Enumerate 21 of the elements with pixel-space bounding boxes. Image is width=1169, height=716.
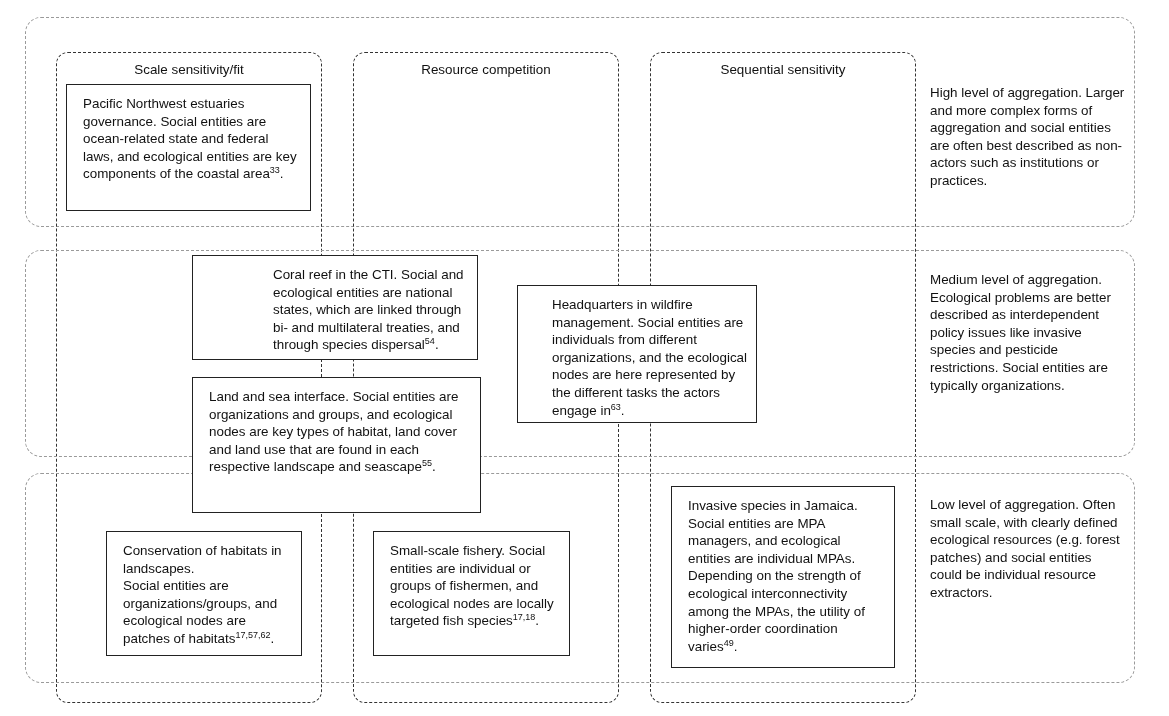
row-description: Low level of aggregation. Often small scale, with clearly defined ecological resources (e.g. forest patches) and social entities could be individual resource extractors. [930,496,1121,602]
example-box [106,531,302,656]
description-text: Land and sea interface. Social entities are organizations and groups, and ecological nodes are key types of habitat, land cover and land use that are found in each respective landscape and seascape$^{55}$. [209,388,460,476]
example-box [192,377,481,513]
column-heading: Sequential sensitivity [719,61,847,79]
example-box [66,84,311,211]
example-box [373,531,570,656]
column-heading: Resource competition [420,61,552,79]
description-text: Small-scale fishery. Social entities are individual or groups of fishermen, and ecological nodes are locally targeted fish species$^{17,18}$. [390,542,555,630]
description-text: Coral reef in the CTI. Social and ecological entities are national states, which are linked through bi- and multilateral treaties, and through species dispersal$^{54}$. [273,266,465,354]
example-box [671,486,895,668]
example-box [192,255,478,360]
description-text: Headquarters in wildfire management. Social entities are individuals from different organizations, and the ecological nodes are here represented by the different tasks the actors engage in$^{63}$. [552,296,748,420]
description-text: Invasive species in Jamaica. Social entities are MPA managers, and ecological entities are individual MPAs. Depending on the strength of ecological interconnectivity among the MPAs, the utility of higher-order coordination varies$^{49}$. [688,497,866,656]
description-text: Conservation of habitats in landscapes. [123,542,283,578]
row-description: High level of aggregation. Larger and more complex forms of aggregation and social entities are often best described as non-actors such as institutions or practices. [930,84,1126,190]
row-description: Medium level of aggregation. Ecological problems are better described as interdependent policy issues like invasive species and pesticide restrictions. Social entities are typically organizations. [930,271,1112,395]
column-heading: Scale sensitivity/fit [133,61,245,79]
description-text: Social entities are organizations/groups, and ecological nodes are patches of habitats$^{17,57,62}$. [123,577,279,648]
description-text: Pacific Northwest estuaries governance. Social entities are ocean-related state and federal laws, and ecological entities are key components of the coastal area$^{33}$. [83,95,298,183]
example-box [517,285,757,423]
